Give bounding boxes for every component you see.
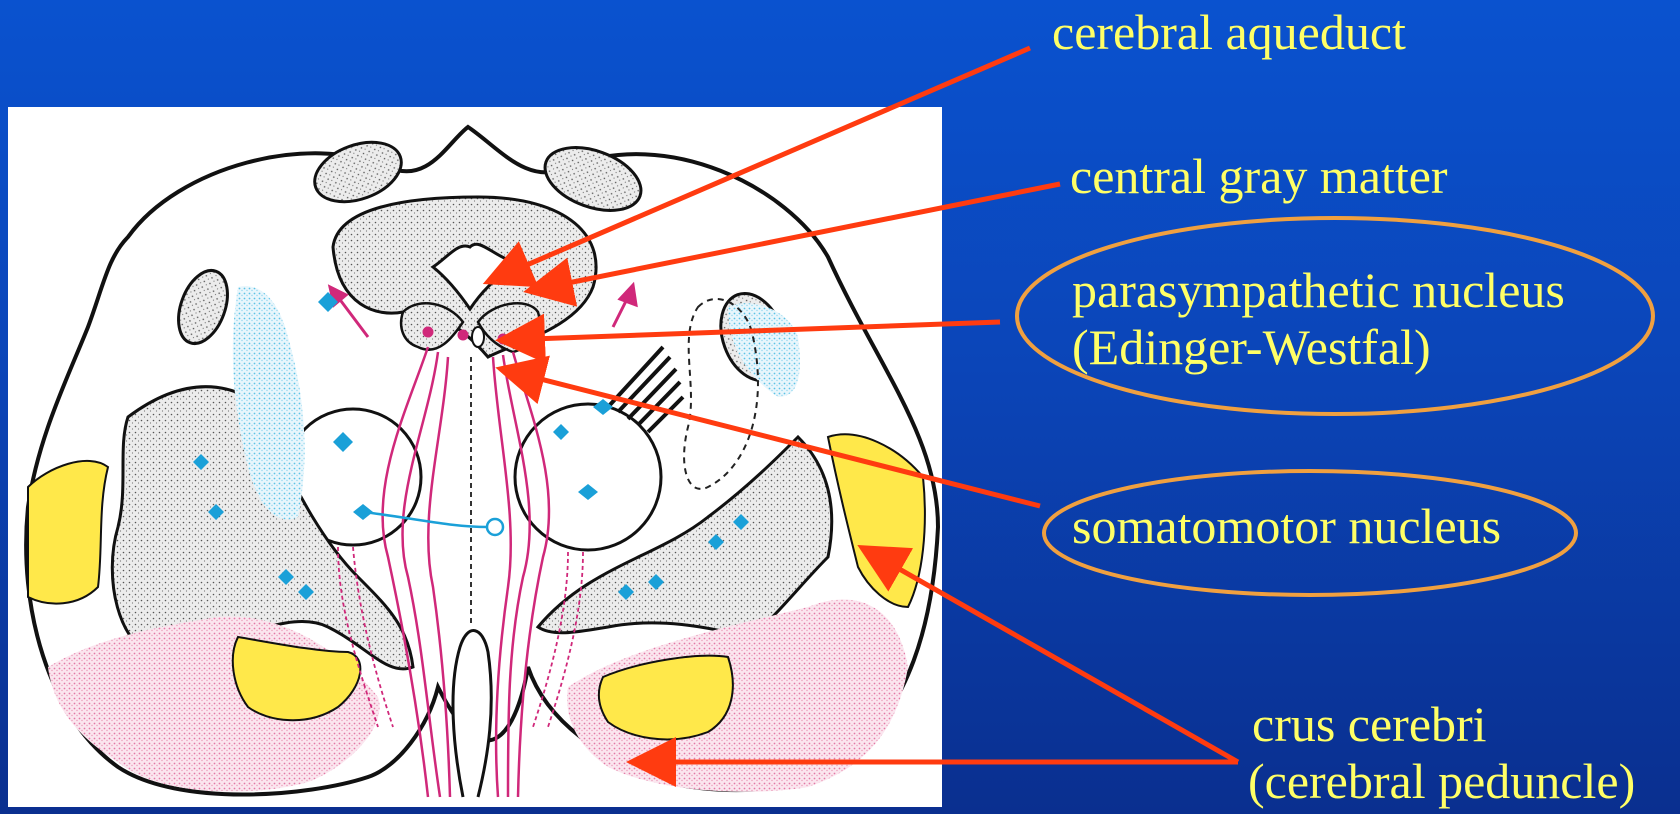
arrow-central-gray-matter [533, 184, 1060, 290]
pointer-arrows [492, 48, 1238, 762]
arrow-parasympathetic-nucleus [505, 322, 1000, 340]
arrow-crus-cerebri-upper [866, 550, 1238, 762]
highlight-ellipse-somatomotor [1044, 471, 1576, 595]
highlight-ellipse-parasympathetic [1017, 218, 1653, 414]
arrow-somatomotor-nucleus [505, 370, 1040, 506]
